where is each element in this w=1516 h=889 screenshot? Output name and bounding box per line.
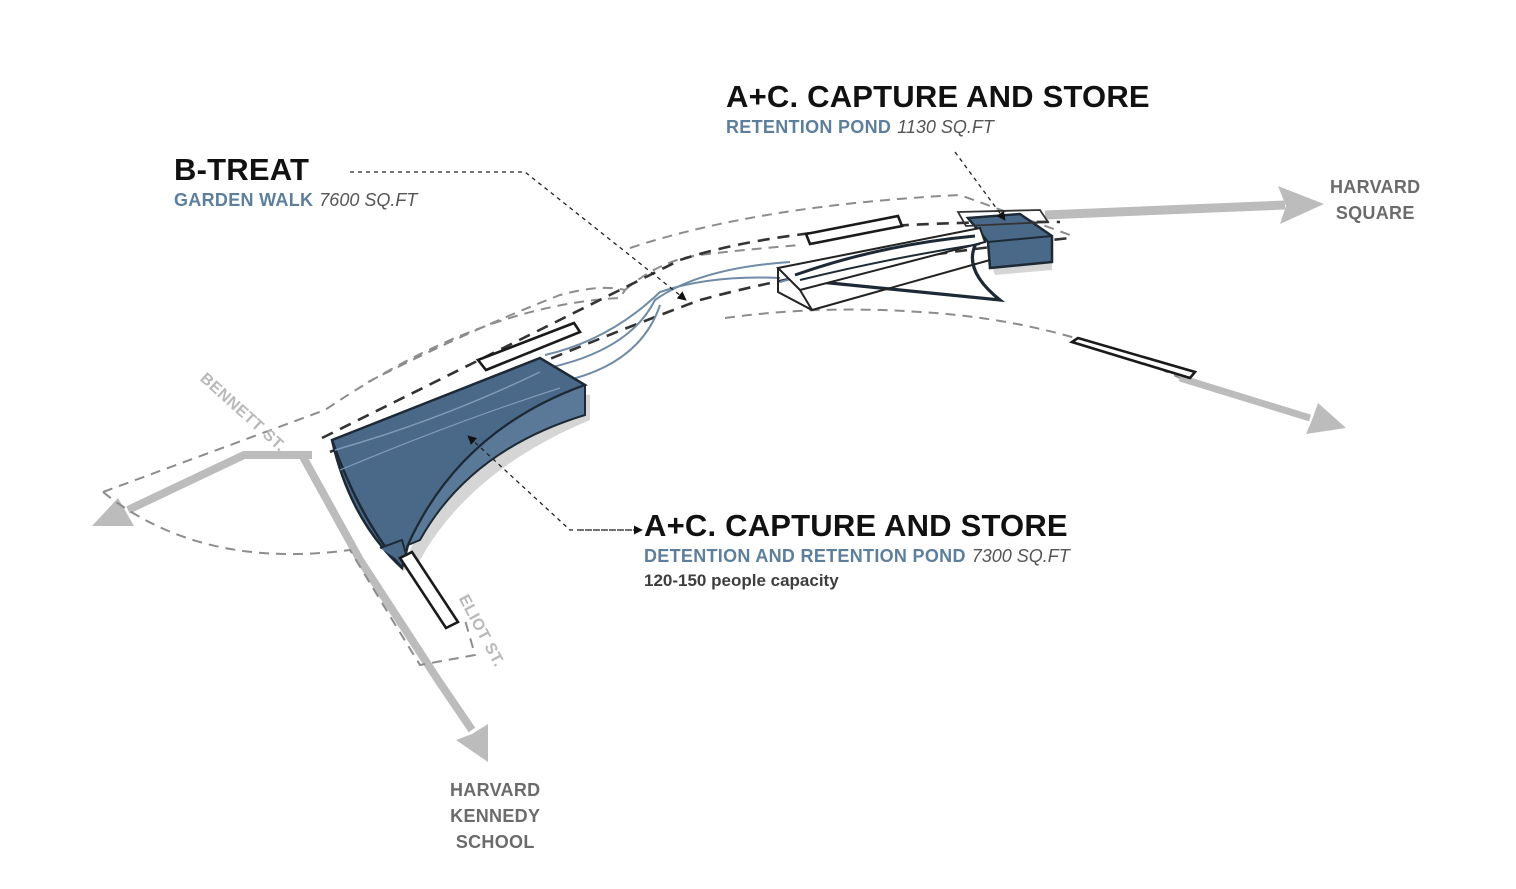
boundary-east-lower (724, 308, 1181, 379)
arrow-to-east (1178, 374, 1312, 422)
arrow-to-harvard-square (1044, 200, 1286, 220)
arrow-head-kennedy-school (456, 724, 488, 762)
destination-harvard-square-line-2: SQUARE (1335, 203, 1415, 223)
bench-east (1068, 336, 1198, 380)
callout-capture-south: A+C. CAPTURE AND STORE DETENTION AND RET… (644, 508, 1070, 591)
callout-capture-north-area: 1130 SQ.FT (897, 117, 994, 137)
callout-capture-north-title: A+C. CAPTURE AND STORE (726, 79, 1150, 114)
callout-treat-area: 7600 SQ.FT (319, 190, 418, 210)
destination-kennedy-school-line-2: KENNEDY (450, 806, 541, 826)
bench-north (804, 214, 904, 246)
leader-capture-north (954, 151, 1006, 221)
circulation-arrows (92, 186, 1346, 762)
leader-lines (350, 151, 1006, 535)
pond-south-top (330, 356, 588, 571)
pond-south (330, 356, 590, 572)
arrow-to-west (126, 451, 312, 514)
boundary-west-curve (102, 491, 477, 667)
boundary-west (102, 286, 627, 493)
garden-walk-structure (775, 226, 991, 312)
leader-treat (350, 171, 687, 301)
callout-capture-south-area: 7300 SQ.FT (971, 546, 1070, 566)
destination-harvard-square-line-1: HARVARD (1330, 177, 1421, 197)
destination-kennedy-school: HARVARD KENNEDY SCHOOL (450, 777, 540, 855)
callout-capture-north-feature: RETENTION POND (726, 117, 892, 137)
boundary-center (624, 244, 801, 291)
leader-capture-south (467, 435, 637, 531)
callout-capture-south-capacity: 120-150 people capacity (644, 571, 839, 590)
callout-treat-title: B-TREAT (174, 152, 310, 187)
arrow-to-kennedy-school (298, 453, 476, 733)
bench-west (475, 321, 582, 372)
pond-north (799, 209, 1054, 303)
site-boundaries (102, 193, 1181, 667)
bench-south (398, 550, 460, 630)
destination-kennedy-school-line-3: SCHOOL (455, 832, 535, 852)
site-furniture (398, 214, 1198, 630)
pond-south-face (406, 357, 586, 547)
boundary-east-upper (629, 193, 1071, 249)
pond-south-shadow (402, 390, 590, 572)
callout-capture-south-title: A+C. CAPTURE AND STORE (644, 508, 1068, 543)
arrow-head-harvard-square (1278, 186, 1324, 224)
callout-treat-feature: GARDEN WALK (174, 190, 314, 210)
destination-harvard-square: HARVARD SQUARE (1330, 174, 1420, 226)
callout-capture-south-feature: DETENTION AND RETENTION POND (644, 546, 966, 566)
arrow-head-west (92, 498, 134, 526)
destination-kennedy-school-line-1: HARVARD (450, 780, 541, 800)
arrow-head-east (1306, 403, 1346, 434)
